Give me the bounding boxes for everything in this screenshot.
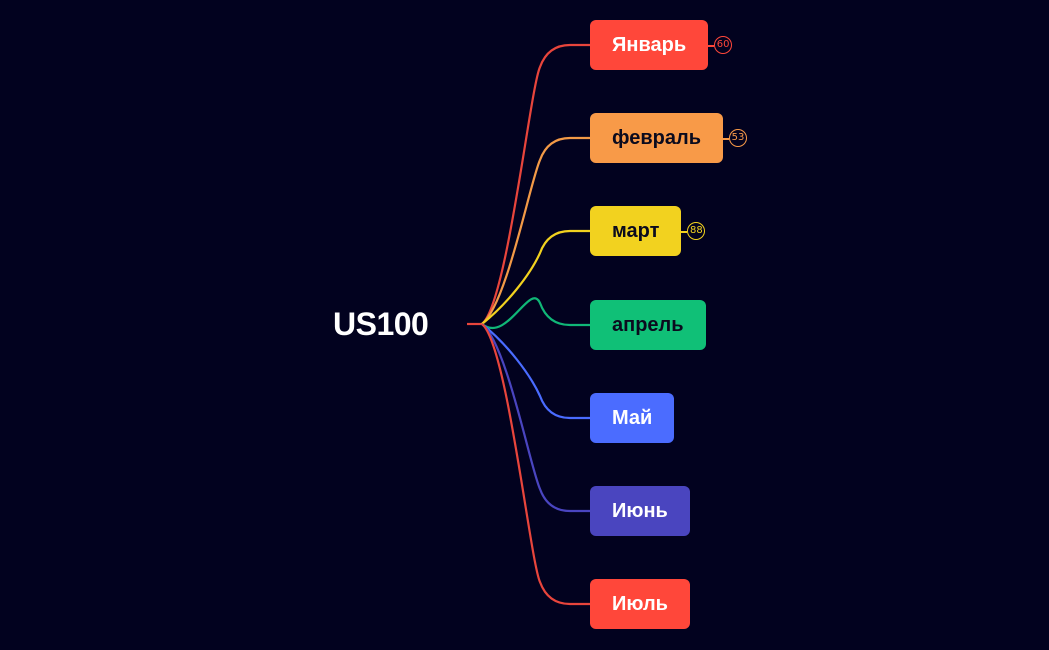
branch-link <box>481 43 590 325</box>
branch-link <box>481 323 590 513</box>
badge-connector <box>681 231 688 233</box>
branch-link <box>481 297 590 329</box>
count-badge: 53 <box>729 129 747 147</box>
root-node[interactable]: US100 <box>333 306 429 342</box>
branch-link <box>481 136 590 325</box>
node-february[interactable]: февраль 53 <box>590 113 747 163</box>
node-label: Июнь <box>612 499 668 522</box>
count-badge: 60 <box>714 36 733 54</box>
node-april[interactable]: апрель <box>590 300 706 350</box>
count-badge: 88 <box>687 222 706 240</box>
branch-link <box>481 323 590 420</box>
node-label: февраль <box>612 126 701 149</box>
node-july[interactable]: Июль <box>590 579 690 629</box>
node-label: Январь <box>612 33 687 56</box>
branch-link <box>481 229 590 325</box>
node-june[interactable]: Июнь <box>590 486 690 536</box>
node-march[interactable]: март 88 <box>590 206 706 256</box>
badge-connector <box>723 138 729 140</box>
branch-link <box>481 323 590 606</box>
node-may[interactable]: Май <box>590 393 675 443</box>
node-january[interactable]: Январь 60 <box>590 20 733 70</box>
badge-connector <box>708 45 715 47</box>
node-label: март <box>612 219 660 242</box>
node-label: Май <box>612 406 653 429</box>
node-label: Июль <box>612 592 668 615</box>
node-label: апрель <box>612 313 684 336</box>
